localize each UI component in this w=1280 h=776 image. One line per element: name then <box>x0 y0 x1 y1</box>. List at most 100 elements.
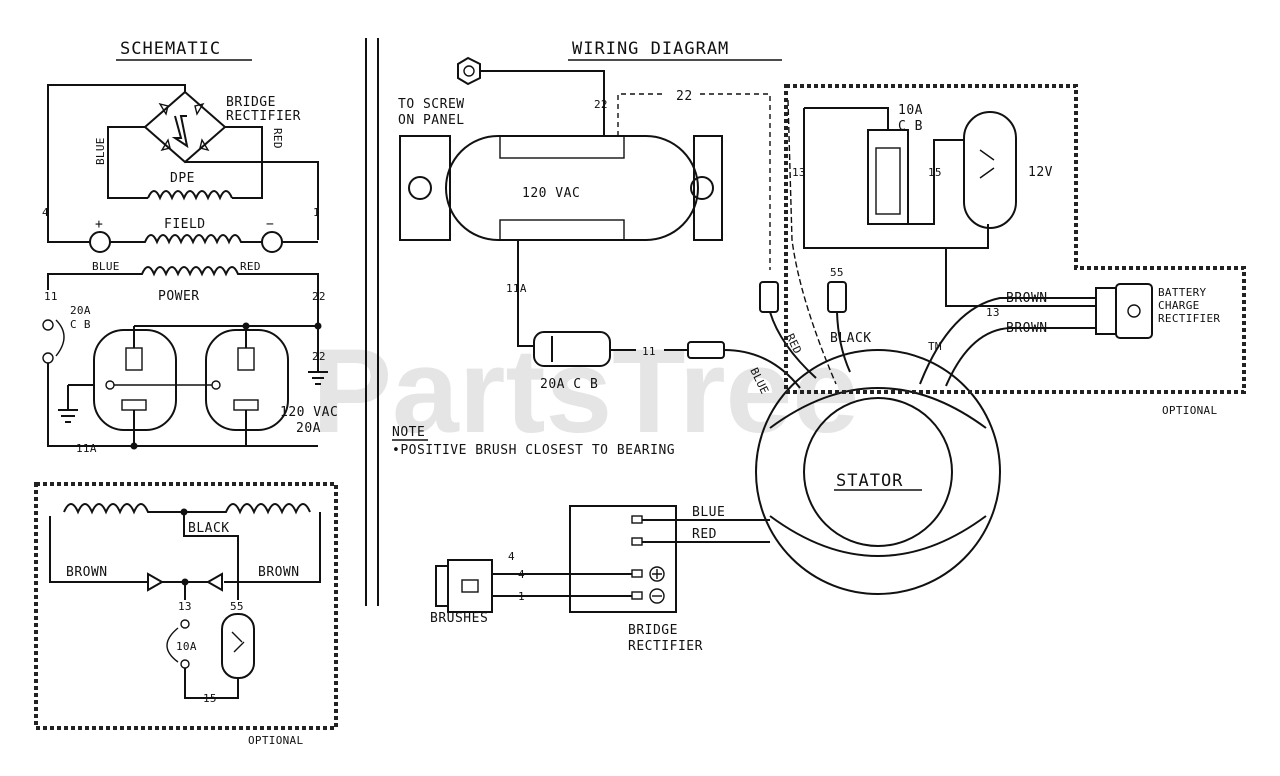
power-blue-label: BLUE <box>92 260 120 273</box>
wire-11-label: 11 <box>44 290 58 303</box>
battery-rectifier-label-2: CHARGE <box>1158 299 1200 312</box>
winding-right-lead <box>224 512 321 583</box>
breaker-10a-arc <box>166 627 179 663</box>
battery-rectifier-label-1: BATTERY <box>1158 286 1207 299</box>
breaker-label-2: C B <box>70 318 91 331</box>
outlet-left-slot-bottom <box>121 399 147 411</box>
receptacle-12v <box>963 111 1017 229</box>
ground-symbol-left <box>58 384 94 423</box>
breaker-10a-terminal-bottom <box>180 659 190 669</box>
stator-slot-upper <box>769 387 987 429</box>
wire-55-label: 55 <box>230 600 244 613</box>
ground-symbol-right <box>308 326 328 385</box>
breaker-terminal-bottom <box>42 352 54 364</box>
blue-label: BLUE <box>94 137 107 165</box>
plus-terminal-icon <box>649 566 665 582</box>
stator-label: STATOR <box>836 471 903 491</box>
wire-15-path <box>184 668 239 699</box>
wire-1-label: 1 <box>313 206 320 219</box>
optional-left-box <box>34 482 338 730</box>
field-minus: − <box>266 217 274 232</box>
brush-holder-base <box>435 565 449 607</box>
field-label: FIELD <box>164 217 206 232</box>
connector-55 <box>827 281 847 313</box>
brush-holder-slot <box>461 579 479 593</box>
wire-55-label: 55 <box>830 266 844 279</box>
junction-dot <box>130 442 138 450</box>
receptacle-label: 120 VAC <box>522 186 580 201</box>
bridge-rectifier-label-2: RECTIFIER <box>226 109 301 124</box>
receptacle-bottom-terminals <box>499 219 625 241</box>
rect-blue-label: BLUE <box>692 505 725 520</box>
wire-11-label: 11 <box>642 345 656 358</box>
rect-ac-leads <box>642 519 770 543</box>
optional-left-caption: OPTIONAL <box>248 734 303 747</box>
breaker-10a-lead <box>804 107 889 130</box>
panel-screw <box>457 56 481 86</box>
opt-breaker-label-1: 10A <box>898 103 923 118</box>
blue-lead <box>107 126 148 199</box>
junction-dot <box>242 322 250 330</box>
note-text: •POSITIVE BRUSH CLOSEST TO BEARING <box>392 443 675 458</box>
outlet-leads <box>133 326 247 446</box>
wire-4-path <box>47 84 186 212</box>
breaker-20a-label: 20A C B <box>540 377 598 392</box>
black-label: BLACK <box>188 521 230 536</box>
bridge-rectifier-label-1: BRIDGE <box>628 623 678 638</box>
opt-brown-bottom-label: BROWN <box>1006 321 1048 336</box>
outlet-left-slot-top <box>125 347 143 371</box>
bridge-rectifier-label-1: BRIDGE <box>226 95 276 110</box>
wire-15-path <box>888 139 964 225</box>
minus-terminal-icon <box>649 588 665 604</box>
rect-terminal-neg <box>631 591 643 600</box>
wire-11a-label: 11A <box>506 282 527 295</box>
wire-11a-path <box>47 363 318 447</box>
note-title: NOTE <box>392 425 425 440</box>
opt-breaker-label-2: C B <box>898 119 923 134</box>
stator-slot-lower <box>769 515 987 557</box>
breaker-10a <box>867 129 909 225</box>
wire-11a-label: 11A <box>76 442 97 455</box>
breaker-label-1: 20A <box>70 304 91 317</box>
rect-terminal-pos <box>631 569 643 578</box>
wiring-title: WIRING DIAGRAM <box>572 39 729 59</box>
outlet-right-slot-bottom <box>233 399 259 411</box>
receptacle-12v-left <box>221 613 255 679</box>
brush-4-label: 4 <box>518 568 525 581</box>
field-winding <box>110 234 262 245</box>
to-screw-label-2: ON PANEL <box>398 113 465 128</box>
panel-screw-hole <box>463 65 475 77</box>
bridge-diodes <box>158 102 210 152</box>
wire-13-label: 13 <box>792 166 806 179</box>
battery-rectifier-label-3: RECTIFIER <box>1158 312 1220 325</box>
outlet-left-ground <box>105 380 115 390</box>
optional-wiring: 10A C B 15 12V 13 BROWN BROWN BATTERY CH… <box>784 84 1246 417</box>
brush-leads <box>492 573 632 597</box>
optional-right-caption: OPTIONAL <box>1162 404 1217 417</box>
stator-inner <box>803 397 953 547</box>
optional-right-box <box>784 84 1246 394</box>
opt-wire-15-label: 15 <box>928 166 942 179</box>
wire-22-screw <box>480 70 605 136</box>
receptacle-flange-left <box>399 135 451 241</box>
power-red-label: RED <box>240 260 261 273</box>
brush-tab-label: 4 <box>508 550 515 563</box>
to-screw-label-1: TO SCREW <box>398 97 465 112</box>
schematic-title: SCHEMATIC <box>120 39 221 59</box>
receptacle-flange-right <box>693 135 723 241</box>
wire-22-b-label: 22 <box>676 89 693 104</box>
brown-leads <box>919 297 1096 387</box>
optional-schematic: BLACK BROWN BROWN 13 55 10A 15 OPTIONAL <box>34 482 338 747</box>
outlet-right-slot-top <box>237 347 255 371</box>
field-plus: + <box>95 217 103 232</box>
wire-22-run <box>617 93 771 270</box>
opt-wire-13-mid-label: 13 <box>986 306 1000 319</box>
bridge-resistor <box>171 115 189 149</box>
dpe-label: DPE <box>170 171 195 186</box>
breaker-10a-terminal-top <box>180 619 190 629</box>
dpe-winding <box>147 190 233 201</box>
winding-left-lead <box>49 516 148 583</box>
wire-13-run <box>787 99 837 385</box>
brush-positive <box>89 231 111 253</box>
